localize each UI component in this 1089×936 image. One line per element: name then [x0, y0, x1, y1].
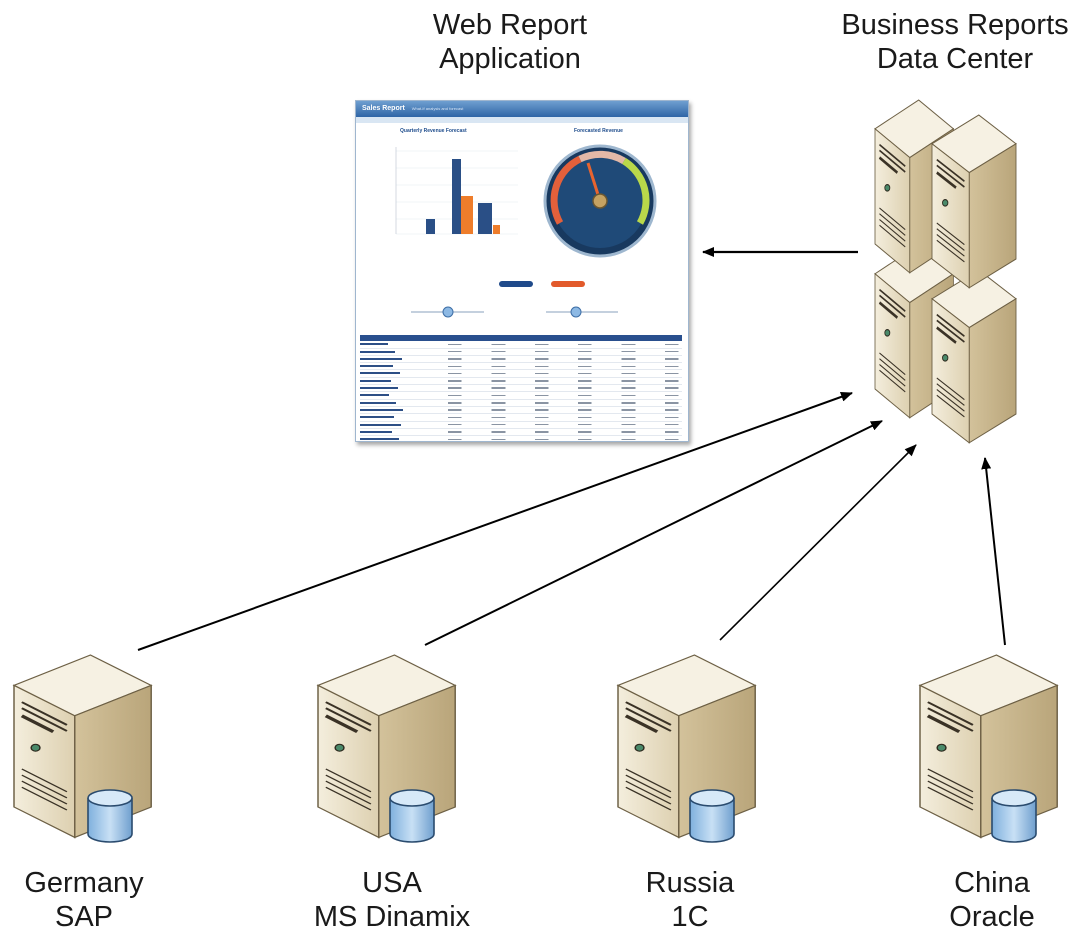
server-russia	[616, 653, 758, 843]
label-germany-system: SAP	[54, 901, 114, 933]
report-header: Sales Report What-If analysis and foreca…	[356, 101, 688, 117]
label-russia: Russia 1C	[610, 866, 770, 934]
report-table-row	[360, 422, 682, 429]
arrow-germany-to-dc	[137, 392, 853, 651]
label-usa-country: USA	[362, 867, 422, 899]
report-table-row	[360, 392, 682, 400]
arrow-usa-to-dc	[424, 420, 883, 646]
label-web-report-line2: Application	[439, 43, 581, 75]
label-data-center-line2: Data Center	[876, 43, 1034, 75]
label-germany: Germany SAP	[0, 866, 168, 934]
label-germany-country: Germany	[24, 867, 144, 899]
report-header-title: Sales Report	[362, 105, 405, 112]
arrow-russia-to-dc	[719, 444, 917, 641]
report-graphics	[395, 144, 657, 318]
label-russia-system: 1C	[671, 901, 709, 933]
web-report-screenshot: Sales Report What-If analysis and foreca…	[355, 100, 689, 442]
report-table-row	[360, 341, 682, 349]
label-data-center-line1: Business Reports	[841, 9, 1069, 41]
label-china-country: China	[954, 867, 1030, 899]
report-table-row	[360, 414, 682, 422]
report-table-row	[360, 407, 682, 415]
report-table-row	[360, 400, 682, 407]
label-russia-country: Russia	[645, 867, 735, 899]
label-usa: USA MS Dinamix	[292, 866, 492, 934]
server-germany	[12, 653, 154, 843]
report-table-header	[360, 335, 682, 342]
label-usa-system: MS Dinamix	[313, 901, 471, 933]
label-china-system: Oracle	[949, 901, 1035, 933]
report-table-row	[360, 356, 682, 364]
server-china	[918, 653, 1060, 843]
report-table	[360, 335, 682, 441]
label-web-report: Web Report Application	[400, 8, 620, 76]
report-table-row	[360, 349, 682, 356]
server-usa	[316, 653, 458, 843]
report-bar-chart-title: Quarterly Revenue Forecast	[400, 128, 467, 134]
data-center-servers	[873, 98, 1018, 445]
report-table-row	[360, 370, 682, 378]
arrow-china-to-dc	[981, 457, 1006, 646]
report-gauge-title: Forecasted Revenue	[574, 128, 623, 134]
report-table-row	[360, 378, 682, 386]
report-header-subtitle: What-If analysis and forecast	[411, 106, 464, 111]
label-data-center: Business Reports Data Center	[826, 8, 1084, 76]
report-table-row	[360, 429, 682, 437]
report-table-row	[360, 363, 682, 371]
report-table-row	[360, 385, 682, 393]
report-toolbar	[356, 117, 688, 123]
label-china: China Oracle	[912, 866, 1072, 934]
label-web-report-line1: Web Report	[432, 9, 588, 41]
report-table-row	[360, 436, 682, 441]
